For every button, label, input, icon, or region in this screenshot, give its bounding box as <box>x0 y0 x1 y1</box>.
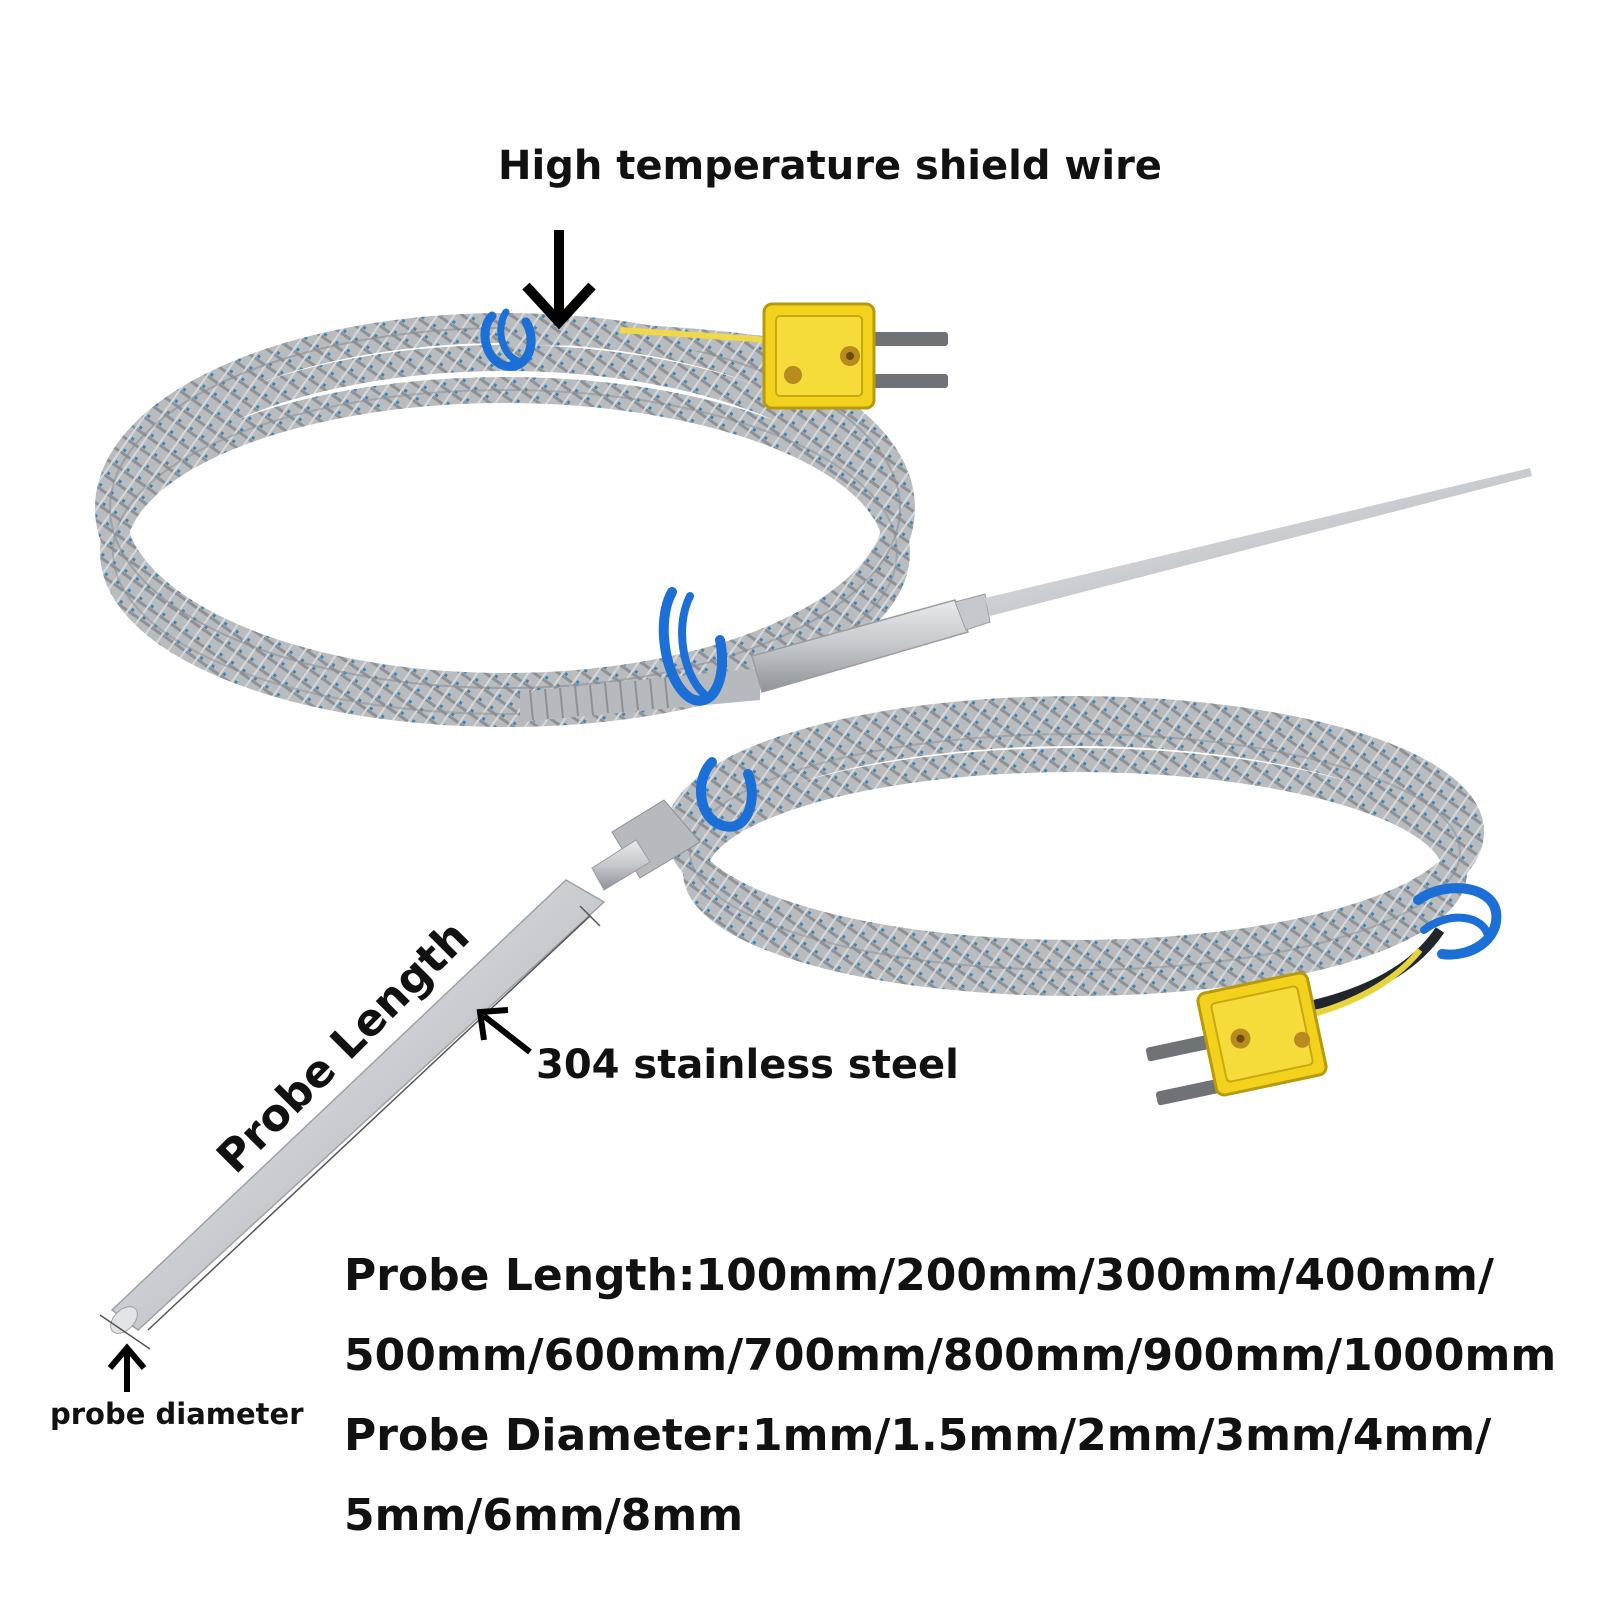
lower-coiled-cable <box>666 696 1484 1023</box>
upper-coiled-cable <box>95 313 915 727</box>
lower-probe-assembly <box>110 799 701 1334</box>
cable-tie-bottom-left <box>695 757 757 832</box>
cable-tie-top-middle <box>658 587 728 706</box>
upper-k-type-connector <box>762 302 948 410</box>
arrow-down-icon <box>522 230 596 330</box>
upper-probe-assembly <box>520 468 1532 722</box>
spec-probe-length-line-1: Probe Length:100mm/200mm/300mm/400mm/ <box>344 1250 1494 1301</box>
shield-wire-callout: High temperature shield wire <box>498 143 1162 189</box>
spec-probe-diameter-line-2: 5mm/6mm/8mm <box>344 1490 744 1541</box>
stainless-steel-callout: 304 stainless steel <box>536 1042 959 1088</box>
spec-probe-length-line-2: 500mm/600mm/700mm/800mm/900mm/1000mm <box>344 1330 1557 1381</box>
arrow-up-icon <box>107 1343 147 1392</box>
arrow-up-left-icon <box>476 1007 532 1055</box>
probe-diameter-callout: probe diameter <box>50 1397 304 1431</box>
lower-k-type-connector <box>1145 971 1328 1106</box>
probe-length-dimension-line <box>99 905 601 1350</box>
cable-tie-bottom-right <box>1413 883 1502 960</box>
spec-probe-diameter-line-1: Probe Diameter:1mm/1.5mm/2mm/3mm/4mm/ <box>344 1410 1492 1461</box>
cable-tie-top-left <box>480 308 536 371</box>
